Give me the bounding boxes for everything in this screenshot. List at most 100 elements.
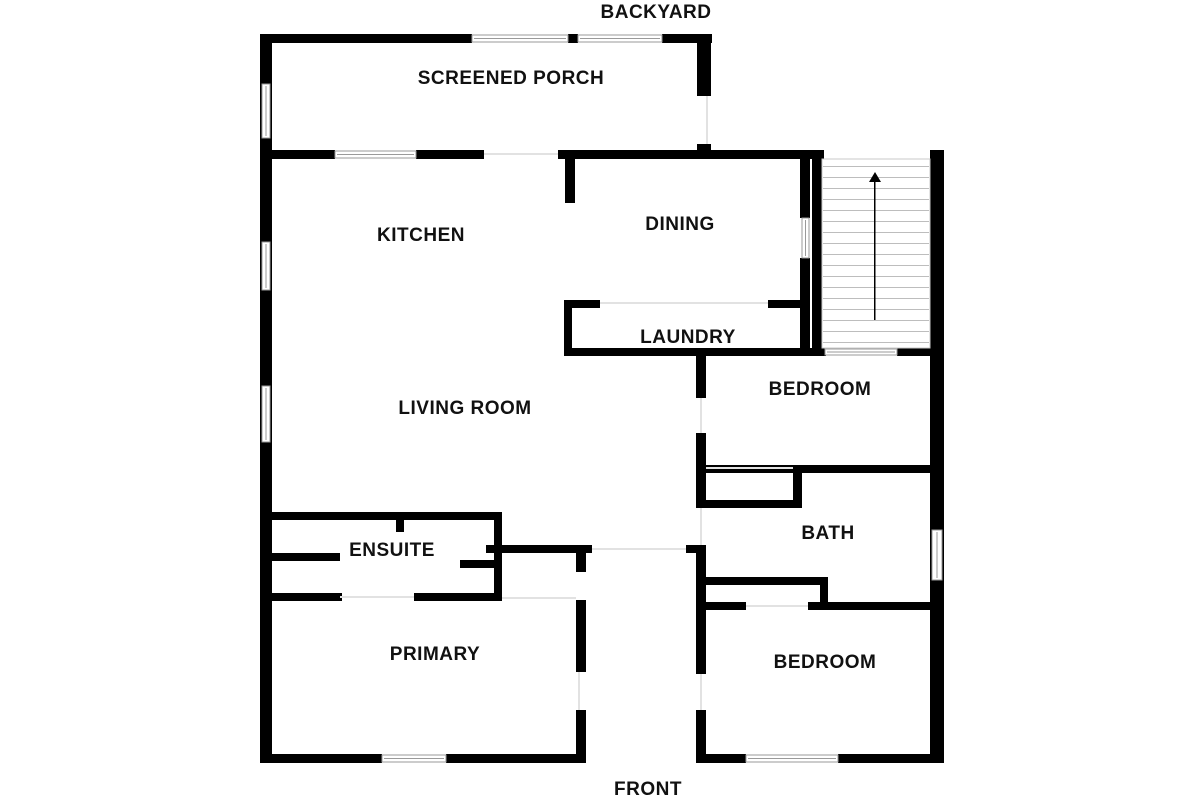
windows — [261, 34, 943, 763]
wall-segment-41 — [576, 600, 586, 672]
wall-segment-8 — [558, 150, 824, 159]
wall-segment-48 — [260, 553, 340, 561]
window-pane-3 — [337, 154, 414, 155]
room-label-living-room: LIVING ROOM — [398, 398, 532, 419]
wall-segment-1 — [260, 34, 472, 43]
stair-tread — [823, 166, 929, 167]
stair-tread — [823, 287, 929, 288]
label-backyard: BACKYARD — [600, 2, 712, 23]
wall-segment-40 — [576, 545, 586, 572]
stair-tread — [823, 243, 929, 244]
wall-segment-44 — [494, 512, 502, 547]
wall-segment-31 — [696, 577, 828, 585]
wall-segment-25 — [696, 350, 706, 398]
wall-segment-36 — [696, 602, 706, 674]
wall-segment-32 — [696, 577, 706, 610]
wall-segment-11 — [446, 754, 586, 763]
wall-segment-47 — [396, 512, 404, 532]
wall-segment-35 — [808, 602, 944, 610]
room-label-screened-porch: SCREENED PORCH — [417, 68, 605, 89]
wall-segment-19 — [564, 300, 600, 308]
stair-tread — [823, 309, 929, 310]
door-opening-5 — [746, 605, 808, 607]
door-opening-1 — [600, 302, 768, 304]
room-label-bedroom-lower: BEDROOM — [773, 652, 877, 673]
wall-segment-3 — [662, 34, 712, 43]
staircase — [821, 158, 931, 349]
wall-segment-9 — [930, 150, 944, 762]
wall-segment-14 — [565, 150, 575, 203]
wall-segment-4 — [697, 34, 711, 96]
wall-segment-50 — [260, 593, 342, 601]
window-pane-4 — [265, 244, 267, 288]
stair-tread — [823, 254, 929, 255]
wall-segment-23 — [820, 348, 825, 356]
stair-tread — [823, 199, 929, 200]
wall-segment-43 — [260, 512, 502, 520]
window-pane-1 — [580, 38, 660, 39]
wall-segment-7 — [416, 150, 484, 159]
wall-segment-21 — [564, 348, 826, 356]
stair-tread — [823, 320, 929, 321]
wall-segment-18 — [564, 300, 572, 355]
door-opening-2 — [592, 548, 686, 550]
stair-tread — [823, 298, 929, 299]
window-pane-7 — [827, 351, 895, 353]
window-pane-0 — [474, 38, 566, 39]
window-pane-5 — [265, 388, 267, 440]
stair-tread — [823, 331, 929, 332]
stair-tread — [823, 210, 929, 211]
wall-segment-6 — [260, 150, 335, 159]
window-pane-8 — [936, 532, 938, 578]
stair-arrow-icon — [869, 172, 881, 182]
wall-segment-22 — [800, 300, 810, 356]
stair-tread — [823, 232, 929, 233]
wall-segment-17 — [812, 150, 822, 350]
door-opening-6 — [700, 398, 702, 433]
wall-segment-15 — [800, 150, 810, 218]
wall-segment-20 — [768, 300, 810, 308]
wall-segment-49 — [460, 560, 494, 568]
stair-tread — [823, 276, 929, 277]
wall-segment-51 — [414, 593, 502, 601]
door-opening-11 — [706, 96, 708, 144]
wall-segment-27 — [696, 465, 944, 473]
stair-tread — [823, 221, 929, 222]
wall-segment-42 — [576, 710, 586, 763]
door-opening-0 — [484, 153, 558, 155]
door-opening-8 — [700, 674, 702, 710]
wall-segment-24 — [897, 348, 944, 356]
window-pane-9 — [384, 758, 444, 759]
wall-segment-10 — [260, 754, 382, 763]
room-label-laundry: LAUNDRY — [640, 327, 736, 348]
wall-segment-13 — [838, 754, 944, 763]
walls — [260, 34, 944, 763]
wall-segment-2 — [568, 34, 578, 43]
door-opening-9 — [700, 508, 702, 545]
room-label-dining: DINING — [645, 214, 715, 235]
wall-segment-16 — [800, 258, 810, 300]
stair-tread — [823, 342, 929, 343]
label-front: FRONT — [614, 779, 682, 800]
wall-segment-39 — [686, 545, 706, 553]
window-pane-6 — [805, 220, 806, 256]
room-label-primary: PRIMARY — [389, 644, 481, 665]
wall-segment-33 — [820, 577, 828, 610]
door-opening-4 — [502, 597, 576, 599]
stair-tread — [823, 265, 929, 266]
door-opening-10 — [706, 467, 793, 469]
wall-segment-30 — [696, 545, 706, 577]
room-label-bedroom-upper: BEDROOM — [768, 379, 872, 400]
wall-segment-37 — [696, 710, 706, 763]
room-label-ensuite: ENSUITE — [349, 540, 435, 561]
wall-segment-28 — [706, 500, 802, 508]
window-pane-10 — [748, 758, 836, 759]
wall-segment-29 — [793, 465, 802, 508]
door-opening-3 — [340, 596, 414, 598]
room-label-kitchen: KITCHEN — [377, 225, 465, 246]
window-pane-2 — [265, 86, 267, 136]
stair-arrow-line — [874, 182, 876, 320]
door-opening-7 — [578, 672, 580, 710]
wall-segment-34 — [706, 602, 746, 610]
room-label-bath: BATH — [801, 523, 855, 544]
